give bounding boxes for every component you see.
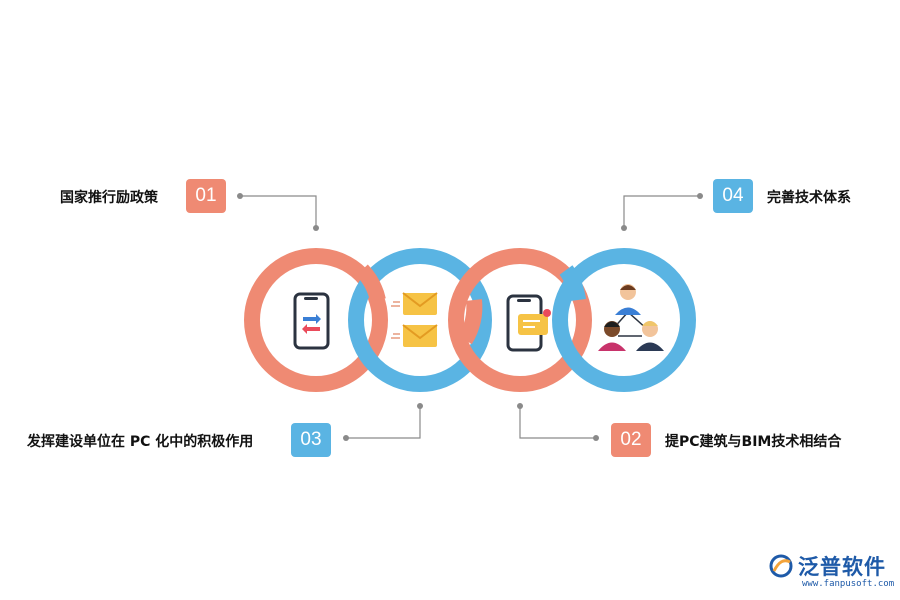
connector-01 [240,195,317,228]
logo-text: 泛普软件 [798,555,886,579]
label-04: 完善技术体系 [767,190,851,206]
logo-url: www.fanpusoft.com [802,579,895,589]
connector-02 [519,406,596,439]
badge-03: 03 [291,423,331,457]
label-02: 提PC建筑与BIM技术相结合 [665,434,842,450]
badge-02: 02 [611,423,651,457]
mail-envelopes-icon [391,292,438,347]
connector-03 [346,406,421,439]
ring-2 [348,248,492,392]
ring-3 [448,248,592,392]
label-03: 发挥建设单位在 PC 化中的积极作用 [27,434,254,450]
logo-mark-icon [769,554,793,578]
connector-04 [623,195,700,228]
label-01: 国家推行励政策 [60,190,158,206]
badge-04: 04 [713,179,753,213]
phone-chat-icon [506,294,551,352]
company-logo: 泛普软件 www.fanpusoft.com [768,551,898,595]
phone-transfer-icon [293,292,330,350]
ring-4 [552,248,696,392]
badge-01: 01 [186,179,226,213]
team-people-icon [598,284,664,351]
